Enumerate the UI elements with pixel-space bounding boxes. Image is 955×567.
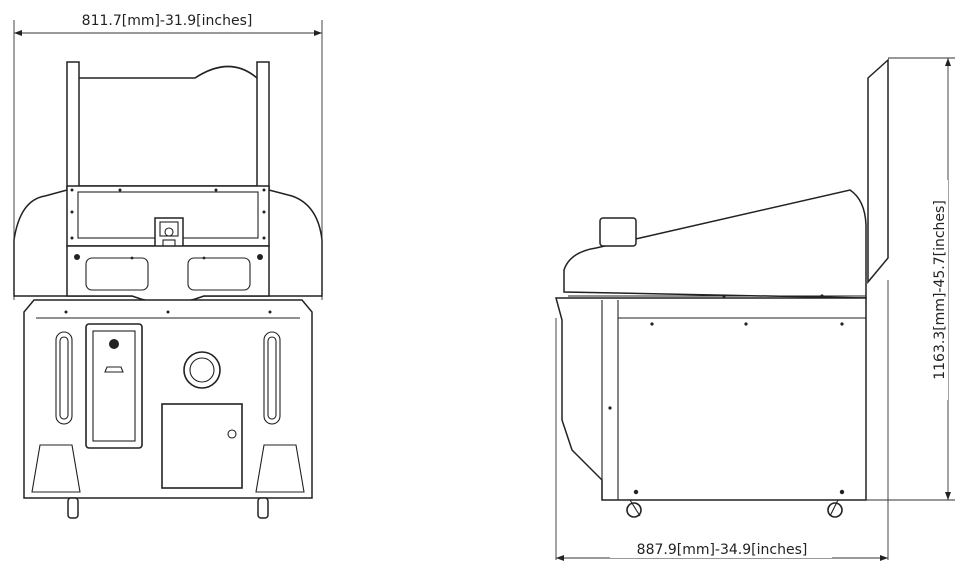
front-marquee: [66, 61, 270, 191]
height-label: 1163.3[mm]-45.7[inches]: [932, 200, 948, 380]
width-label: 811.7[mm]-31.9[inches]: [82, 13, 253, 29]
front-base-cabinet: [23, 299, 313, 519]
side-monitor: [867, 58, 889, 285]
side-view: 1163.3[mm]-45.7[inches] 887.9[mm]-34.9[i…: [555, 57, 955, 561]
height-dimension: 1163.3[mm]-45.7[inches]: [866, 57, 955, 501]
side-casters: [626, 499, 843, 518]
front-view: 811.7[mm]-31.9[inches]: [13, 10, 323, 519]
side-cowl: [563, 189, 867, 299]
width-dimension: 811.7[mm]-31.9[inches]: [13, 10, 323, 300]
side-base: [555, 294, 867, 501]
depth-dimension: 887.9[mm]-34.9[inches]: [555, 280, 889, 561]
depth-label: 887.9[mm]-34.9[inches]: [637, 542, 808, 558]
front-speaker-panel: [66, 245, 270, 304]
